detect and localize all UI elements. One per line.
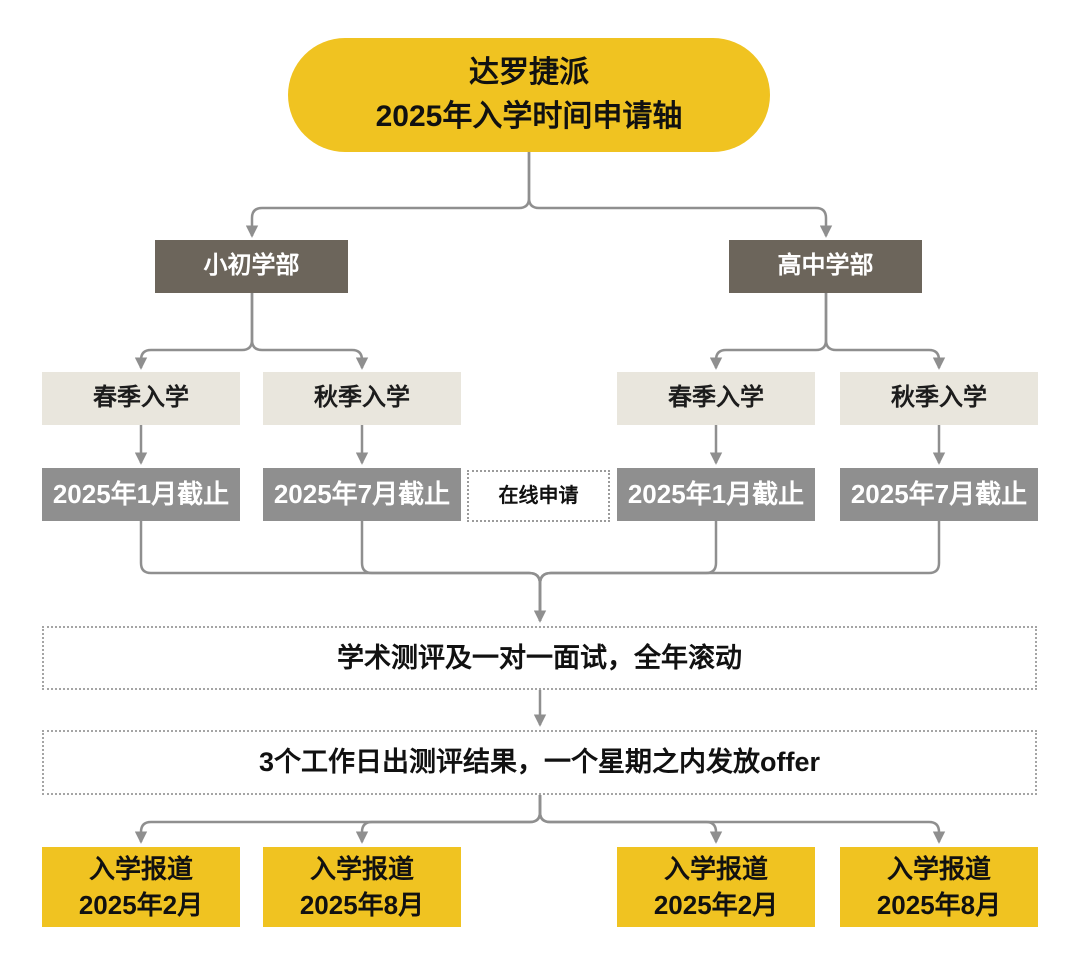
intake-label: 秋季入学 xyxy=(314,384,410,412)
deadline-label: 2025年1月截止 xyxy=(52,478,230,509)
offer-step-box: 3个工作日出测评结果，一个星期之内发放offer xyxy=(42,730,1037,795)
intake-box-autumn-2: 秋季入学 xyxy=(840,372,1038,425)
connector-deadline4-step1 xyxy=(538,521,941,621)
enrollment-line2: 2025年8月 xyxy=(299,890,425,920)
connector-title-dept-left xyxy=(245,152,531,238)
dept-label: 小初学部 xyxy=(203,252,300,280)
deadline-box-jan-2: 2025年1月截止 xyxy=(617,468,815,521)
deadline-box-jul-2: 2025年7月截止 xyxy=(840,468,1038,521)
deadline-label: 2025年7月截止 xyxy=(850,478,1028,509)
connector-dept2-intake4 xyxy=(824,293,946,370)
intake-label: 春季入学 xyxy=(668,384,764,412)
enrollment-line2: 2025年2月 xyxy=(78,890,204,920)
offer-step-label: 3个工作日出测评结果，一个星期之内发放offer xyxy=(258,747,820,778)
enrollment-line2: 2025年2月 xyxy=(653,890,779,920)
title-line1: 达罗捷派 xyxy=(469,56,589,89)
connector-deadline3-step1 xyxy=(538,521,718,621)
enrollment-line1: 入学报道 xyxy=(88,854,193,884)
online-application-box: 在线申请 xyxy=(467,470,610,522)
deadline-label: 2025年1月截止 xyxy=(627,478,805,509)
enrollment-box-aug-2: 入学报道 2025年8月 xyxy=(840,847,1038,927)
connector-deadline1-step1 xyxy=(139,521,547,623)
connector-dept2-intake3 xyxy=(709,293,828,370)
enrollment-line1: 入学报道 xyxy=(663,854,768,884)
dept-box-primary-middle: 小初学部 xyxy=(155,240,348,293)
deadline-box-jan-1: 2025年1月截止 xyxy=(42,468,240,521)
assessment-step-label: 学术测评及一对一面试，全年滚动 xyxy=(337,642,742,673)
connector-dept1-intake2 xyxy=(250,293,369,370)
connector-dept1-intake1 xyxy=(134,293,254,370)
online-application-label: 在线申请 xyxy=(498,484,579,507)
assessment-step-box: 学术测评及一对一面试，全年滚动 xyxy=(42,626,1037,690)
intake-label: 秋季入学 xyxy=(891,384,987,412)
enrollment-box-feb-2: 入学报道 2025年2月 xyxy=(617,847,815,927)
dept-box-high-school: 高中学部 xyxy=(729,240,922,293)
enrollment-box-aug-1: 入学报道 2025年8月 xyxy=(263,847,461,927)
title-pill: 达罗捷派 2025年入学时间申请轴 xyxy=(288,38,770,152)
intake-box-spring-1: 春季入学 xyxy=(42,372,240,425)
enrollment-box-feb-1: 入学报道 2025年2月 xyxy=(42,847,240,927)
deadline-box-jul-1: 2025年7月截止 xyxy=(263,468,461,521)
deadline-label: 2025年7月截止 xyxy=(273,478,451,509)
connector-deadline2-step1 xyxy=(360,521,542,621)
intake-box-spring-2: 春季入学 xyxy=(617,372,815,425)
connector-title-dept-right xyxy=(527,152,833,238)
intake-box-autumn-1: 秋季入学 xyxy=(263,372,461,425)
enrollment-line1: 入学报道 xyxy=(886,854,991,884)
intake-label: 春季入学 xyxy=(93,384,189,412)
connector-step2-enroll4 xyxy=(538,795,946,844)
connector-step2-enroll1 xyxy=(134,795,542,844)
title-line2: 2025年入学时间申请轴 xyxy=(375,100,683,133)
dept-label: 高中学部 xyxy=(777,252,874,280)
enrollment-line1: 入学报道 xyxy=(309,854,414,884)
enrollment-line2: 2025年8月 xyxy=(876,890,1002,920)
connector-step2-enroll3 xyxy=(538,795,723,844)
connector-step2-enroll2 xyxy=(355,795,542,844)
